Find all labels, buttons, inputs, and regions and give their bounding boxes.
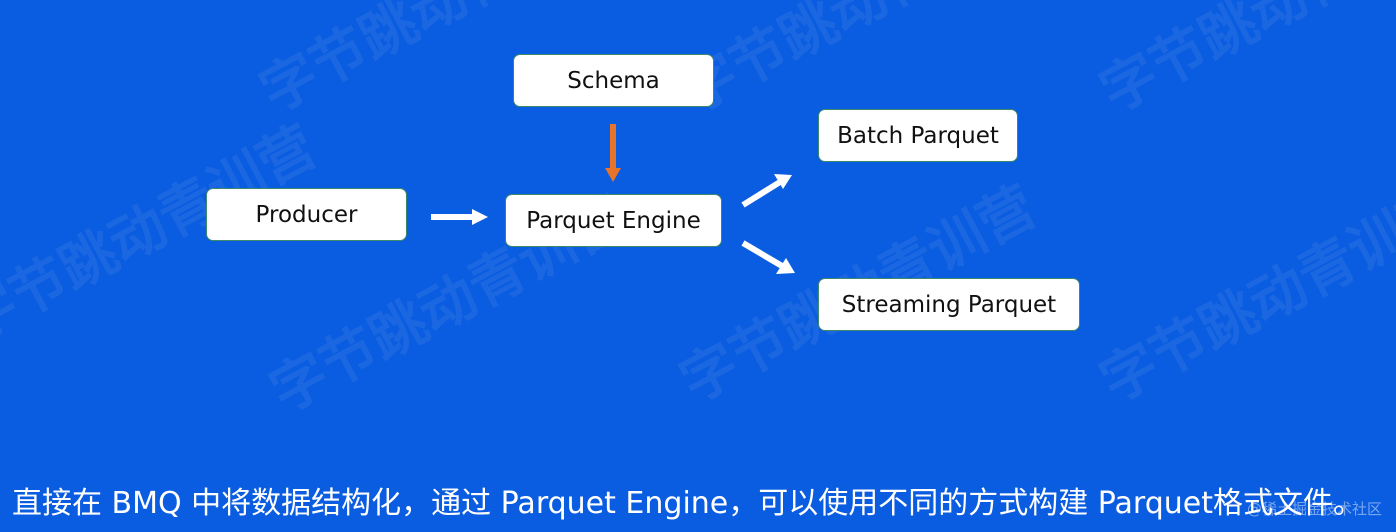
parquet-engine-node-label: Parquet Engine: [526, 207, 701, 234]
arrow-engine-to-streaming: [741, 240, 795, 274]
arrow-schema-to-engine: [605, 124, 621, 182]
batch-parquet-node: Batch Parquet: [818, 109, 1018, 162]
batch-parquet-node-label: Batch Parquet: [837, 122, 999, 149]
parquet-engine-node: Parquet Engine: [505, 194, 722, 247]
streaming-parquet-node-label: Streaming Parquet: [841, 291, 1057, 318]
schema-node-label: Schema: [567, 67, 660, 94]
corner-watermark: @稀土掘金技术社区: [1246, 500, 1382, 518]
caption-text: 直接在 BMQ 中将数据结构化，通过 Parquet Engine，可以使用不同…: [12, 486, 1363, 521]
schema-node: Schema: [513, 54, 714, 107]
producer-node: Producer: [206, 188, 407, 241]
arrow-producer-to-engine: [431, 209, 488, 225]
producer-node-label: Producer: [255, 201, 358, 228]
streaming-parquet-node: Streaming Parquet: [818, 278, 1080, 331]
arrow-engine-to-batch: [741, 174, 792, 208]
